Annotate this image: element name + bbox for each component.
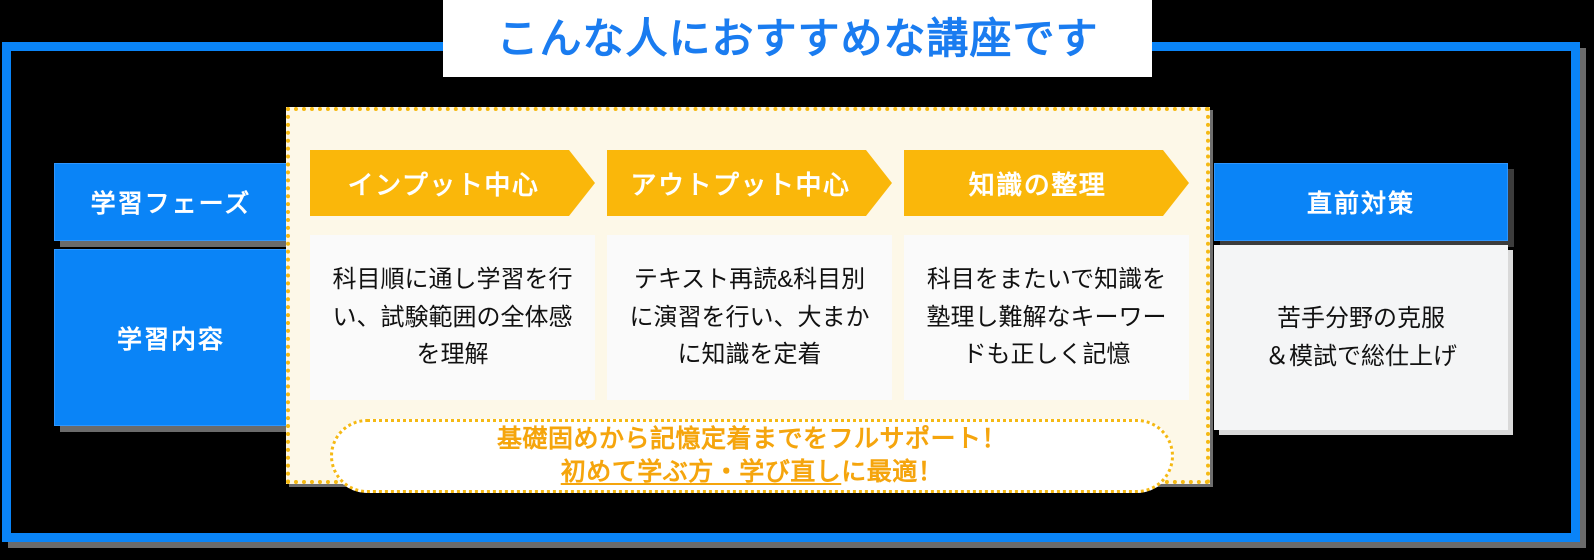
left-column: 学習フェーズ 学習内容 xyxy=(54,163,288,426)
arrow-chip-output: アウトプット中心 xyxy=(607,150,892,216)
arrow-chip-input: インプット中心 xyxy=(310,150,595,216)
arrow-header-row: インプット中心 アウトプット中心 知識の整理 xyxy=(310,150,1189,216)
content-card-output: テキスト再読&科目別に演習を行い、大まかに知識を定着 xyxy=(607,235,892,400)
arrow-label-input: インプット中心 xyxy=(347,169,540,200)
content-card-output-text: テキスト再読&科目別に演習を行い、大まかに知識を定着 xyxy=(629,265,870,369)
right-phase-label: 直前対策 xyxy=(1306,190,1415,218)
content-card-organize-text: 科目をまたいで知識を塾理し難解なキーワードも正しく記憶 xyxy=(926,265,1167,369)
title-plate: こんな人におすすめな講座です xyxy=(443,0,1152,77)
arrow-label-organize: 知識の整理 xyxy=(968,169,1107,200)
support-banner-line2-underlined: 初めて学ぶ方・学び直し xyxy=(560,458,842,486)
right-phase-header: 直前対策 xyxy=(1214,163,1508,241)
support-banner-line2-plain: に最適！ xyxy=(841,458,944,486)
support-banner-line2: 初めて学ぶ方・学び直しに最適！ xyxy=(561,456,944,489)
left-content-label: 学習内容 xyxy=(116,325,225,354)
arrow-chip-organize: 知識の整理 xyxy=(904,150,1189,216)
support-banner: 基礎固めから記憶定着までをフルサポート！ 初めて学ぶ方・学び直しに最適！ xyxy=(330,419,1174,493)
content-card-row: 科目順に通し学習を行い、試験範囲の全体感を理解 テキスト再読&科目別に演習を行い… xyxy=(310,235,1189,400)
support-banner-line1: 基礎固めから記憶定着までをフルサポート！ xyxy=(496,425,1007,453)
right-content-line1: 苦手分野の克服 xyxy=(1277,305,1445,333)
arrow-label-output: アウトプット中心 xyxy=(630,169,851,200)
left-phase-header: 学習フェーズ xyxy=(54,163,288,241)
right-content-line2: ＆模試で総仕上げ xyxy=(1265,342,1457,370)
page-title: こんな人におすすめな講座です xyxy=(496,14,1099,62)
content-card-input: 科目順に通し学習を行い、試験範囲の全体感を理解 xyxy=(310,235,595,400)
highlight-box: インプット中心 アウトプット中心 知識の整理 科目順に通し学習を行い、試験範囲の… xyxy=(286,107,1210,493)
content-card-organize: 科目をまたいで知識を塾理し難解なキーワードも正しく記憶 xyxy=(904,235,1189,400)
left-phase-label: 学習フェーズ xyxy=(90,190,252,218)
content-card-input-text: 科目順に通し学習を行い、試験範囲の全体感を理解 xyxy=(332,265,573,369)
right-column: 直前対策 苦手分野の克服 ＆模試で総仕上げ xyxy=(1214,163,1508,430)
left-content-header: 学習内容 xyxy=(54,249,288,426)
right-content-card: 苦手分野の克服 ＆模試で総仕上げ xyxy=(1214,245,1508,430)
